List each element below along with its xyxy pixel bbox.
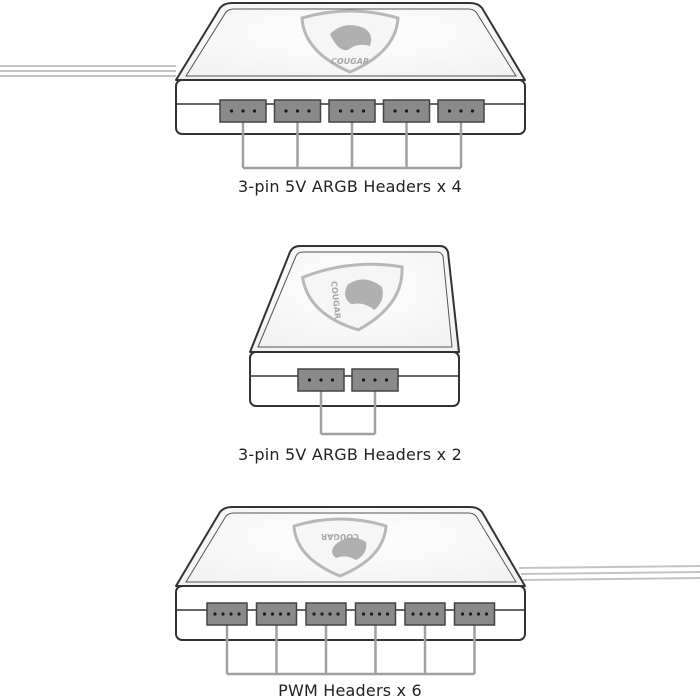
hub-bottom: COUGAR bbox=[175, 506, 700, 676]
hub-bottom-header-pin bbox=[484, 612, 489, 616]
hub-bottom-header-pin bbox=[419, 612, 423, 616]
hub-bottom-header bbox=[453, 602, 496, 626]
hub-top-header-pin bbox=[459, 109, 463, 113]
hub-bottom-header-pin bbox=[460, 612, 465, 616]
hub-bottom-header-pin bbox=[377, 612, 382, 616]
hub-middle-header-pin bbox=[384, 378, 389, 382]
hub-bottom-header-pin bbox=[270, 612, 275, 616]
hub-top-header-pin bbox=[284, 109, 288, 113]
hub-top-header-pin bbox=[416, 109, 420, 113]
hub-bottom-header-pin bbox=[369, 612, 374, 616]
hub-bottom-body bbox=[175, 585, 526, 641]
hub-middle-logo-text: COUGAR bbox=[329, 281, 342, 320]
hub-bottom-header-pin bbox=[411, 612, 415, 616]
hub-bottom-header-pin bbox=[213, 612, 217, 616]
hub-top: COUGAR bbox=[0, 2, 526, 170]
hub-bottom-header-pin bbox=[336, 612, 340, 616]
hub-middle-header-pin bbox=[373, 378, 377, 382]
hub-middle-header-pin bbox=[361, 378, 366, 382]
hub-top-cable bbox=[0, 65, 176, 77]
caption-middle: 3-pin 5V ARGB Headers x 2 bbox=[238, 445, 462, 464]
hub-top-header-pin bbox=[338, 109, 343, 113]
hub-bottom-header-pin bbox=[476, 612, 481, 616]
hub-bottom-header-pin bbox=[468, 612, 473, 616]
hub-top-header-pin bbox=[447, 109, 452, 113]
hub-top-header-pin bbox=[350, 109, 354, 113]
hub-middle-header-pin bbox=[330, 378, 335, 382]
hub-bottom-header-pin bbox=[320, 612, 324, 616]
hub-bottom-cable bbox=[518, 565, 700, 581]
hub-bottom-header-pin bbox=[237, 612, 241, 616]
hub-top-header-pin bbox=[252, 109, 257, 113]
hub-middle-header-pin bbox=[319, 378, 323, 382]
hub-middle: COUGAR bbox=[249, 245, 460, 436]
hub-middle-logo: COUGAR bbox=[300, 262, 404, 332]
hub-bottom-header-pin bbox=[427, 612, 431, 616]
hub-top-header-pin bbox=[241, 109, 245, 113]
hub-bottom-header-pin bbox=[229, 612, 233, 616]
hub-bottom-header bbox=[305, 602, 347, 626]
hub-bottom-logo-text: COUGAR bbox=[321, 532, 359, 541]
hub-bottom-header-pin bbox=[286, 612, 291, 616]
hub-bottom-header-pin bbox=[435, 612, 439, 616]
hub-bottom-header-pin bbox=[328, 612, 332, 616]
hub-bottom-header bbox=[354, 602, 397, 626]
hub-bottom-logo: COUGAR bbox=[292, 517, 388, 578]
hub-top-header-pin bbox=[295, 109, 300, 113]
caption-top: 3-pin 5V ARGB Headers x 4 bbox=[238, 177, 462, 196]
hub-bottom-header-pin bbox=[278, 612, 283, 616]
hub-top-header-pin bbox=[229, 109, 234, 113]
hub-bottom-header-pin bbox=[262, 612, 267, 616]
hub-top-headers bbox=[219, 99, 485, 170]
hub-top-header-pin bbox=[470, 109, 475, 113]
hub-bottom-header-pin bbox=[385, 612, 390, 616]
hub-bottom-header-pin bbox=[312, 612, 316, 616]
hub-middle-headers bbox=[297, 368, 399, 436]
hub-top-header-pin bbox=[361, 109, 366, 113]
hub-bottom-header bbox=[206, 602, 248, 626]
hub-top-header-pin bbox=[404, 109, 409, 113]
hub-top-logo-text: COUGAR bbox=[331, 57, 369, 66]
hub-top-header-pin bbox=[393, 109, 397, 113]
hub-bottom-header bbox=[255, 602, 298, 626]
hub-middle-header-pin bbox=[307, 378, 312, 382]
hub-bottom-header-pin bbox=[221, 612, 225, 616]
hub-top-header-pin bbox=[307, 109, 311, 113]
hub-top-logo: COUGAR bbox=[300, 9, 400, 74]
caption-bottom: PWM Headers x 6 bbox=[278, 681, 422, 700]
hub-bottom-headers bbox=[206, 602, 496, 676]
hub-bottom-header bbox=[404, 602, 446, 626]
hub-bottom-header-pin bbox=[361, 612, 366, 616]
